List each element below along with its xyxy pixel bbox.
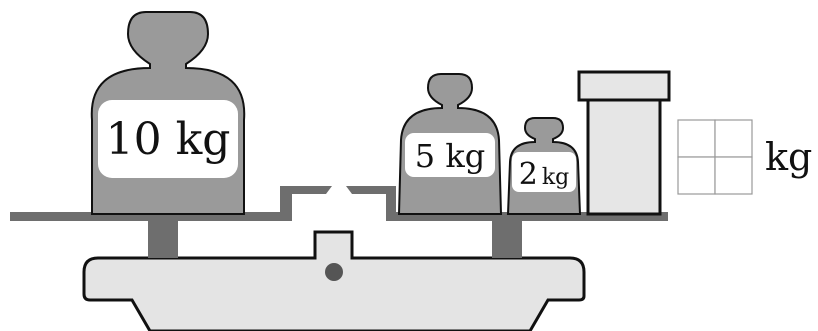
left-post [148,218,178,258]
weight-2kg-number: 2 [519,157,538,192]
weight-2kg-unit: kg [542,165,569,190]
scale-pivot [325,263,343,281]
answer-cell-ones-top [715,120,752,157]
unknown-box-lid [579,72,669,100]
weight-10kg-label: 10 kg [106,114,231,165]
answer-cell-tens-bottom [678,157,715,194]
answer-cell-ones-bottom [715,157,752,194]
answer-cell-tens-top [678,120,715,157]
weight-5kg: 5 kg [399,74,501,214]
weight-5kg-label: 5 kg [415,137,485,175]
answer-unit-label: kg [765,135,812,179]
unknown-box-body [588,100,660,214]
unknown-box [579,72,669,214]
weight-10kg: 10 kg [92,12,244,214]
right-post [492,218,522,258]
answer-grid [678,120,752,194]
